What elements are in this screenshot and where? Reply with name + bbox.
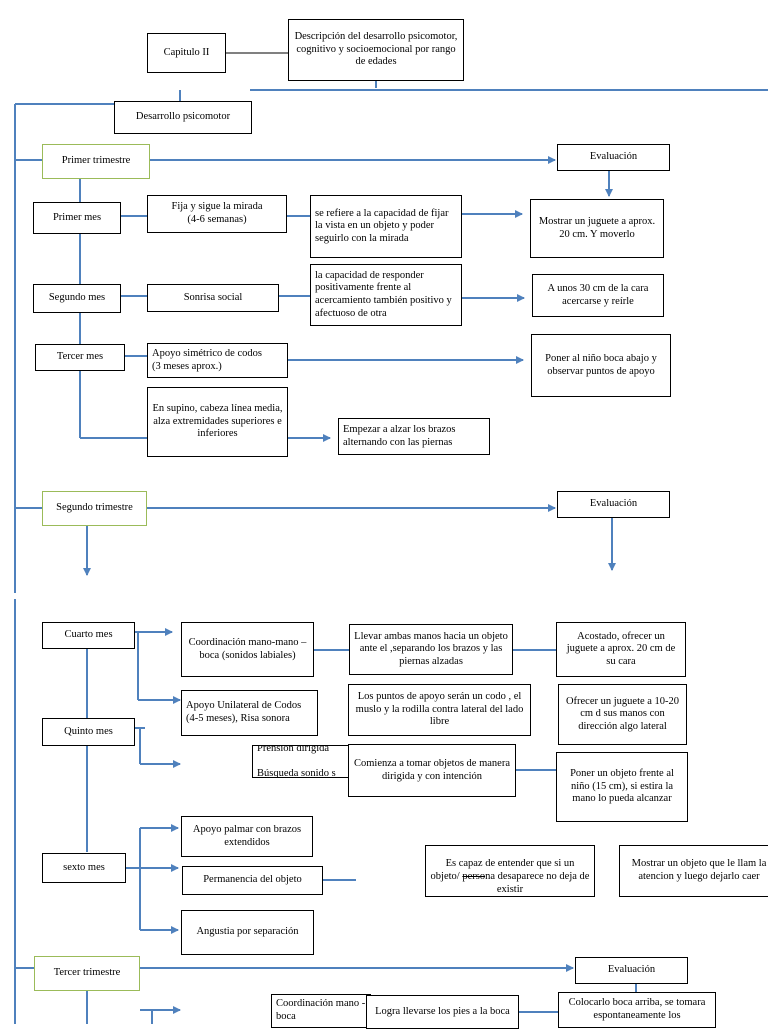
month3-milestone2-box: En supino, cabeza línea media, alza extr… <box>147 387 288 457</box>
month2-milestone-box: Sonrisa social <box>147 284 279 312</box>
month1-definition-box: se refiere a la capacidad de fijar la vi… <box>310 195 462 258</box>
month6-milestone1-box: Apoyo palmar con brazos extendidos <box>181 816 313 857</box>
month6-definition-text: Es capaz de entender que si un objeto/ p… <box>430 858 590 895</box>
month6-milestone3-box: Angustia por separación <box>181 910 314 955</box>
month5-definition2-box: Comienza a tomar objetos de manera dirig… <box>348 744 516 797</box>
month3-test2-box: Empezar a alzar los brazos alternando co… <box>338 418 490 455</box>
second-trimester-box: Segundo trimestre <box>42 491 147 526</box>
month1-test-box: Mostrar un juguete a aprox. 20 cm. Y mov… <box>530 199 664 258</box>
month2-test-box: A unos 30 cm de la cara acercarse y reír… <box>532 274 664 317</box>
month4-milestone-box: Coordinación mano-mano – boca (sonidos l… <box>181 622 314 677</box>
third-trimester-evaluation-box: Evaluación <box>575 957 688 984</box>
third-trimester-test-box: Colocarlo boca arriba, se tomara esponta… <box>558 992 716 1028</box>
third-trimester-definition-box: Logra llevarse los pies a la boca <box>366 995 519 1029</box>
month1-box: Primer mes <box>33 202 121 234</box>
month4-box: Cuarto mes <box>42 622 135 649</box>
month6-box: sexto mes <box>42 853 126 883</box>
main-branch-box: Desarrollo psicomotor <box>114 101 252 134</box>
third-trimester-box: Tercer trimestre <box>34 956 140 991</box>
month5-milestone2-line2: Búsqueda sonido s <box>257 767 336 778</box>
first-trimester-box: Primer trimestre <box>42 144 150 179</box>
month4-definition-box: Llevar ambas manos hacia un objeto ante … <box>349 624 513 675</box>
month5-milestone2-line1: Prensión dirigida <box>257 745 330 754</box>
month5-milestone2-box: Prensión dirigida Búsqueda sonido s <box>252 745 352 778</box>
second-trimester-evaluation-box: Evaluación <box>557 491 670 518</box>
third-trimester-milestone-box: Coordinación mano - boca <box>271 994 371 1028</box>
month6-test-box: Mostrar un objeto que le llam la atencio… <box>619 845 768 897</box>
month5-test1-text: Ofrecer un juguete a 10-20 cm d sus mano… <box>565 695 680 732</box>
month2-definition-box: la capacidad de responder positivamente … <box>310 264 462 326</box>
month3-milestone1-box: Apoyo simétrico de codos (3 meses aprox.… <box>147 343 288 378</box>
month3-test1-box: Poner al niño boca abajo y observar punt… <box>531 334 671 397</box>
month1-milestone-box: Fija y sigue la mirada (4-6 semanas) <box>147 195 287 233</box>
first-trimester-evaluation-box: Evaluación <box>557 144 670 171</box>
month2-box: Segundo mes <box>33 284 121 313</box>
month5-box: Quinto mes <box>42 718 135 746</box>
month5-milestone1-box: Apoyo Unilateral de Codos (4-5 meses), R… <box>181 690 318 736</box>
month5-test1-box: Ofrecer un juguete a 10-20 cm d sus mano… <box>558 684 687 745</box>
month6-milestone2-box: Permanencia del objeto <box>182 866 323 895</box>
description-box: Descripción del desarrollo psicomotor, c… <box>288 19 464 81</box>
page-break <box>0 593 768 599</box>
month5-definition1-box: Los puntos de apoyo serán un codo , el m… <box>348 684 531 736</box>
month3-box: Tercer mes <box>35 344 125 371</box>
month4-test-box: Acostado, ofrecer un juguete a aprox. 20… <box>556 622 686 677</box>
month5-test2-box: Poner un objeto frente al niño (15 cm), … <box>556 752 688 822</box>
chapter-box: Capitulo II <box>147 33 226 73</box>
month6-definition-box: Es capaz de entender que si un objeto/ p… <box>425 845 595 897</box>
